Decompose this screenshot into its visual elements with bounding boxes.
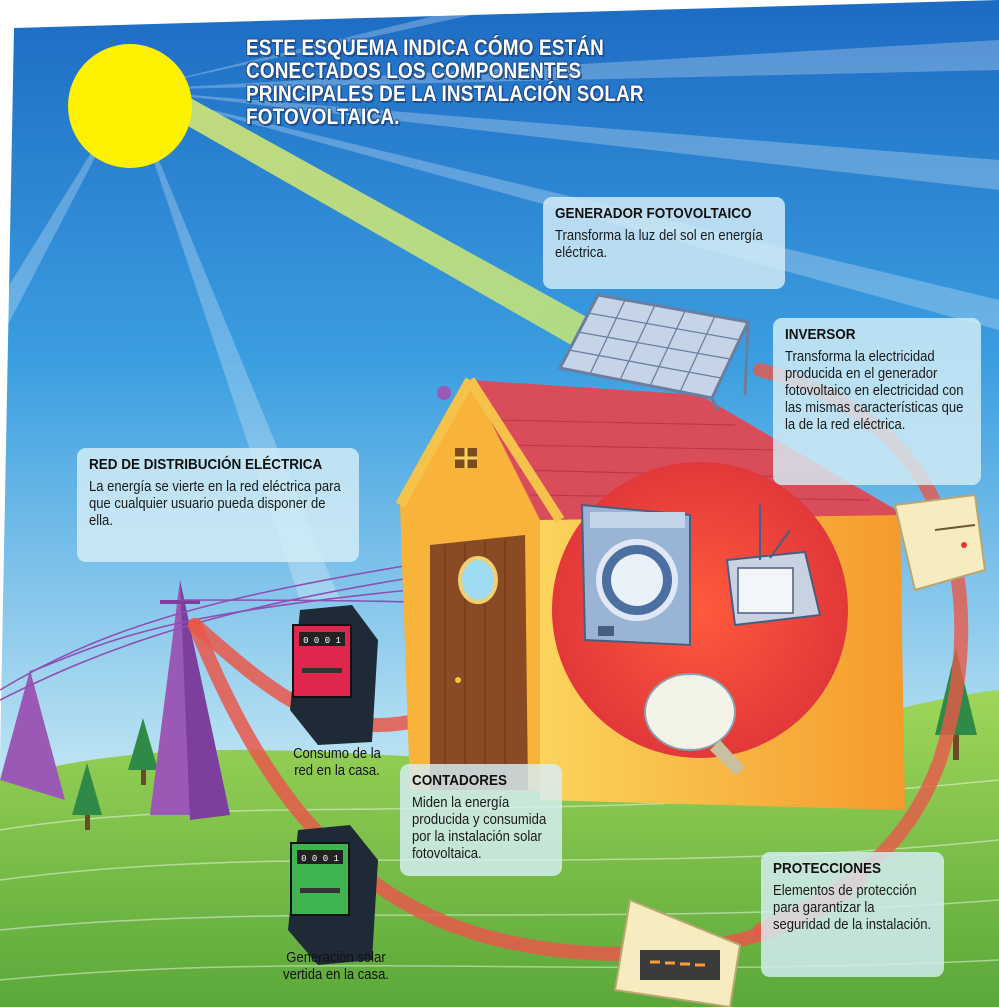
tree (128, 718, 158, 785)
washing-machine (580, 503, 691, 647)
meter-consumption: 0 0 0 1 (290, 605, 378, 745)
box-protecciones-title: PROTECCIONES (773, 860, 882, 877)
sunbeam (160, 95, 610, 350)
diagram-title: ESTE ESQUEMA INDICA CÓMO ESTÁN CONECTADO… (246, 35, 644, 129)
meter-generation-reading: 0 0 0 1 (301, 854, 339, 864)
inverter-box (893, 493, 987, 592)
meter-consumption-caption: Consumo de la red en la casa. (293, 746, 381, 779)
box-generador-text: Transforma la luz del sol en energía elé… (555, 228, 763, 261)
meter-consumption-reading: 0 0 0 1 (303, 636, 341, 646)
box-red-text: La energía se vierte en la red eléctrica… (89, 479, 341, 529)
meter-generation: 0 0 0 1 (288, 825, 378, 965)
pylon-main (150, 580, 230, 820)
box-contadores-title: CONTADORES (412, 772, 508, 789)
pylon-left (0, 670, 65, 800)
box-protecciones: PROTECCIONES Elementos de protección par… (761, 852, 944, 977)
box-contadores: CONTADORES Miden la energía producida y … (400, 764, 562, 876)
light-bulb (644, 673, 745, 775)
power-lines (0, 564, 411, 701)
roof (470, 380, 905, 520)
box-inversor-text: Transforma la electricidad producida en … (785, 349, 964, 433)
box-inversor-title: INVERSOR (785, 326, 856, 343)
box-red-title: RED DE DISTRIBUCIÓN ELÉCTRICA (89, 456, 323, 473)
box-contadores-text: Miden la energía producida y consumida p… (412, 795, 547, 862)
door (430, 535, 528, 790)
protection-device (613, 898, 742, 1007)
television (725, 505, 822, 627)
tree (72, 763, 102, 830)
box-protecciones-text: Elementos de protección para garantizar … (773, 883, 932, 933)
meter-generation-caption: Generación solar vertida en la casa. (283, 950, 389, 983)
box-red: RED DE DISTRIBUCIÓN ELÉCTRICA La energía… (77, 448, 359, 562)
box-generador-title: GENERADOR FOTOVOLTAICO (555, 205, 752, 222)
solar-panel (557, 293, 751, 411)
sun (68, 44, 192, 168)
box-generador: GENERADOR FOTOVOLTAICO Transforma la luz… (543, 197, 785, 289)
box-inversor: INVERSOR Transforma la electricidad prod… (773, 318, 981, 485)
